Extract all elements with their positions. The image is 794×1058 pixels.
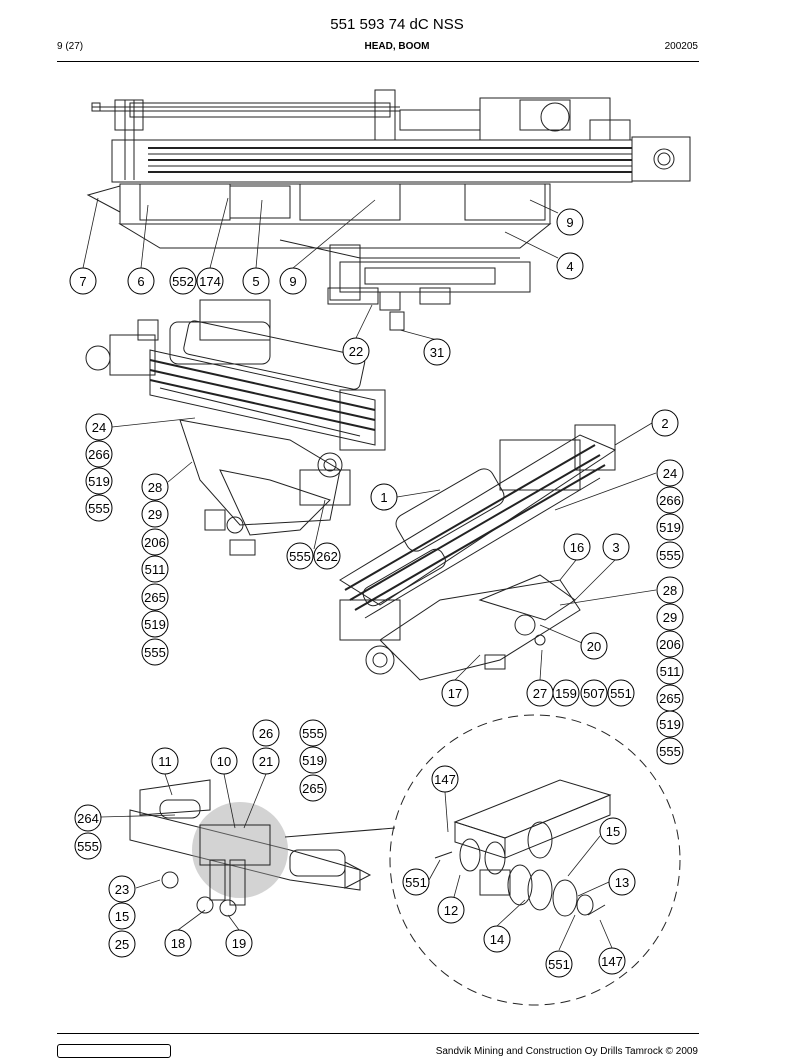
- callout-label: 13: [615, 875, 629, 890]
- callout-label: 27: [533, 686, 547, 701]
- callout-label: 264: [77, 811, 99, 826]
- callout-label: 265: [302, 781, 324, 796]
- callout-label: 159: [555, 686, 577, 701]
- callout-label: 555: [659, 744, 681, 759]
- callout-label: 519: [302, 753, 324, 768]
- callout-label: 206: [144, 535, 166, 550]
- callout-bubbles: 7 6 552 174 5 9 9 4 22 31 24 266 519 555…: [69, 208, 684, 978]
- callout-label: 26: [259, 726, 273, 741]
- callout-label: 28: [663, 583, 677, 598]
- callout-label: 12: [444, 903, 458, 918]
- leader-lines: [82, 197, 657, 951]
- callout-label: 3: [612, 540, 619, 555]
- callout-label: 555: [88, 501, 110, 516]
- callout-label: 555: [659, 548, 681, 563]
- callout-label: 10: [217, 754, 231, 769]
- callout-label: 555: [289, 549, 311, 564]
- callout-label: 551: [405, 875, 427, 890]
- callout-label: 2: [661, 416, 668, 431]
- header-rule: [57, 61, 699, 62]
- callout-group-top: 7 6 552 174 5 9 9 4 22 31: [69, 208, 584, 366]
- callout-label: 31: [430, 345, 444, 360]
- callout-label: 28: [148, 480, 162, 495]
- callout-label: 552: [172, 274, 194, 289]
- sandvik-logo: [57, 1044, 171, 1058]
- callout-label: 6: [137, 274, 144, 289]
- footer-copyright: Sandvik Mining and Construction Oy Drill…: [435, 1046, 698, 1057]
- callout-group-bottom-left: 11 10 21 26 555 519 265 264 555 23 15 25…: [74, 719, 327, 958]
- callout-label: 11: [158, 754, 172, 769]
- callout-label: 18: [171, 936, 185, 951]
- callout-label: 551: [548, 957, 570, 972]
- callout-label: 266: [88, 447, 110, 462]
- callout-label: 511: [660, 664, 681, 679]
- callout-label: 15: [606, 824, 620, 839]
- callout-label: 555: [302, 726, 324, 741]
- callout-label: 174: [199, 274, 221, 289]
- callout-label: 555: [77, 839, 99, 854]
- callout-group-left: 24 266 519 555 28 29 206 511 265 519 555…: [85, 413, 341, 666]
- callout-label: 551: [610, 686, 632, 701]
- page-number: 9 (27): [57, 41, 84, 52]
- footer-rule: [57, 1033, 699, 1034]
- callout-label: 519: [144, 617, 166, 632]
- left-isometric-view: [85, 299, 386, 556]
- section-title: HEAD, BOOM: [364, 41, 430, 52]
- bottom-left-view: [129, 779, 396, 917]
- callout-label: 555: [144, 645, 166, 660]
- callout-label: 206: [659, 637, 681, 652]
- callout-label: 147: [434, 772, 456, 787]
- callout-label: 17: [448, 686, 462, 701]
- top-side-view: [86, 89, 691, 331]
- callout-label: 25: [115, 937, 129, 952]
- callout-label: 24: [92, 420, 106, 435]
- callout-label: 5: [252, 274, 259, 289]
- callout-group-detail: 147 15 13 551 12 14 551 147: [402, 765, 636, 978]
- callout-label: 147: [601, 954, 623, 969]
- callout-label: 9: [566, 215, 573, 230]
- callout-label: 4: [566, 259, 573, 274]
- callout-label: 265: [659, 691, 681, 706]
- document-date: 200205: [664, 41, 698, 52]
- callout-label: 1: [380, 490, 387, 505]
- callout-label: 21: [259, 754, 273, 769]
- right-isometric-view: [339, 424, 617, 681]
- callout-group-right: 2 24 266 519 555 1 16 3 28 29 206 511 26…: [370, 409, 684, 765]
- document-number: 551 593 74 dC NSS: [330, 16, 464, 33]
- callout-label: 19: [232, 936, 246, 951]
- callout-label: 9: [289, 274, 296, 289]
- callout-label: 16: [570, 540, 584, 555]
- callout-label: 519: [88, 474, 110, 489]
- callout-label: 507: [583, 686, 605, 701]
- callout-label: 22: [349, 344, 363, 359]
- callout-label: 20: [587, 639, 601, 654]
- callout-label: 266: [659, 493, 681, 508]
- callout-label: 7: [79, 274, 86, 289]
- callout-label: 15: [115, 909, 129, 924]
- callout-label: 262: [316, 549, 338, 564]
- callout-label: 14: [490, 932, 504, 947]
- callout-label: 519: [659, 717, 681, 732]
- callout-label: 29: [663, 610, 677, 625]
- callout-label: 29: [148, 507, 162, 522]
- callout-label: 511: [145, 562, 166, 577]
- callout-label: 265: [144, 590, 166, 605]
- callout-label: 24: [663, 466, 677, 481]
- detail-view: [389, 714, 681, 1006]
- callout-label: 23: [115, 882, 129, 897]
- callout-label: 519: [659, 520, 681, 535]
